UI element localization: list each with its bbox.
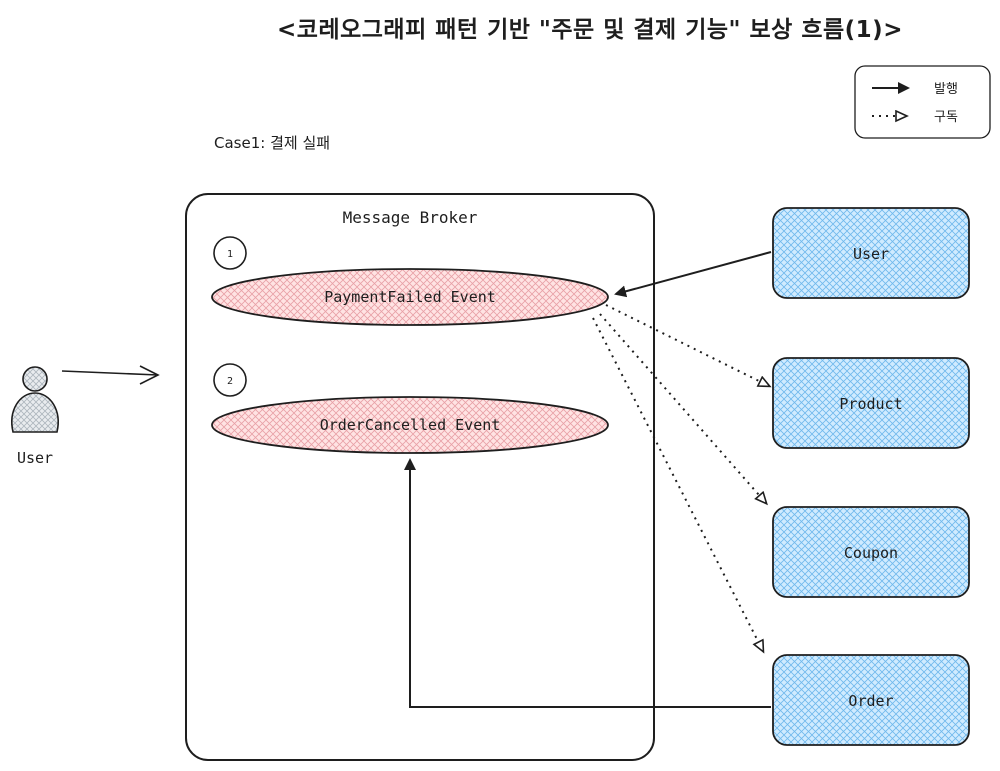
service-coupon-box [772,506,970,598]
diagram-title: <코레오그래피 패턴 기반 "주문 및 결제 기능" 보상 흐름(1)> [277,17,903,43]
step-badge-1 [213,236,247,270]
case-label: Case1: 결제 실패 [214,134,331,152]
actor-arrow-head [139,365,160,385]
actor-label: User [17,449,53,467]
event-payment-failed: 1 PaymentFailed Event [211,236,609,326]
service-order-label: Order [848,692,893,710]
service-product-box [772,357,970,449]
legend-publish-label: 발행 [934,81,958,97]
service-user-label: User [853,245,889,263]
event-label-1: PaymentFailed Event [324,288,496,306]
service-coupon-label: Coupon [844,544,898,562]
event-ellipse-2 [211,396,609,454]
service-order-box [772,654,970,746]
event-label-2: OrderCancelled Event [320,416,501,434]
event-order-cancelled: 2 OrderCancelled Event [211,363,609,454]
legend-subscribe-label: 구독 [934,110,958,125]
publish-arrow-payment-failed [614,251,772,298]
subscribe-arrow-product [605,304,769,386]
publish-arrow-order-cancelled [404,458,771,708]
event-ellipse-1 [211,268,609,326]
legend-box [854,65,991,139]
actor-user: User [11,365,160,467]
service-coupon: Coupon [772,506,970,598]
actor-body [11,392,59,433]
message-broker-label: Message Broker [343,208,478,227]
step-badge-1-label: 1 [227,249,233,260]
service-product: Product [772,357,970,449]
service-product-label: Product [839,395,902,413]
message-broker-box [185,193,655,761]
service-order: Order [772,654,970,746]
message-broker: Message Broker [185,193,655,761]
actor-head [22,366,48,392]
step-badge-2 [213,363,247,397]
step-badge-2-label: 2 [227,376,233,387]
service-user-box [772,207,970,299]
legend: 발행 구독 [854,65,991,139]
actor-arrow-line [61,370,159,376]
service-user: User [772,207,970,299]
